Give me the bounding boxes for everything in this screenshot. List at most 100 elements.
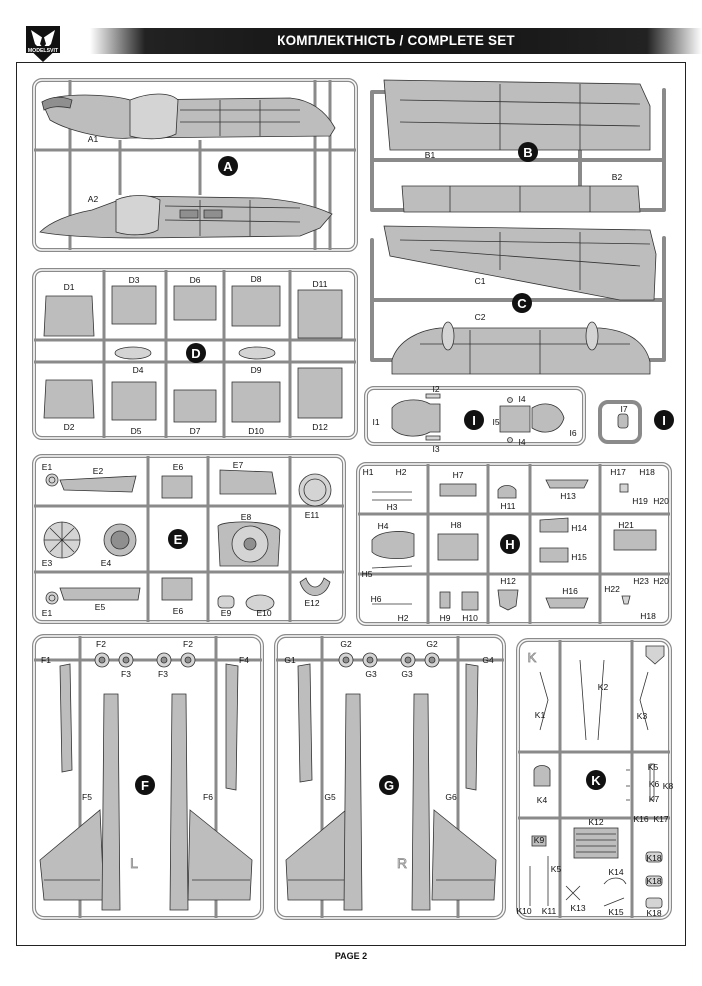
part-label: K15	[608, 907, 623, 917]
part-label: E7	[233, 460, 244, 470]
part-label: K17	[653, 814, 668, 824]
sprue-letter: G	[384, 778, 394, 793]
part-label: K13	[570, 903, 585, 913]
part-label: C2	[475, 312, 486, 322]
sprue-letter: I	[472, 413, 476, 428]
part-label: I5	[492, 417, 499, 427]
part-label: G2	[340, 639, 352, 649]
part-label: D1	[64, 282, 75, 292]
content-frame	[16, 62, 686, 946]
sprue-letter: H	[505, 537, 514, 552]
part-label: D12	[312, 422, 328, 432]
sprue-k: K K1 K2 K3 K4 K5 K6 K7 K8 K9 K10 K11 K12…	[516, 638, 674, 920]
part-label: H23	[633, 576, 649, 586]
part-label: H22	[604, 584, 620, 594]
sprue-letter: B	[523, 145, 532, 160]
part-label: K9	[534, 835, 545, 845]
part-label: I7	[620, 404, 627, 414]
part-label: F2	[183, 639, 193, 649]
part-label: K11	[542, 906, 557, 916]
part-label: E12	[304, 598, 319, 608]
part-label: F3	[158, 669, 168, 679]
side-mark: R	[397, 855, 407, 871]
sprue-e: E1 E2 E3 E4 E1 E5 E6 E7 E8 E6 E9 E10 E11…	[32, 454, 346, 624]
part-label: E5	[95, 602, 106, 612]
part-label: E2	[93, 466, 104, 476]
part-label: G3	[401, 669, 413, 679]
part-label: D3	[129, 275, 140, 285]
part-label: H16	[562, 586, 578, 596]
part-label: H5	[362, 569, 373, 579]
part-label: E10	[256, 608, 271, 618]
part-label: H19	[632, 496, 648, 506]
part-label: F3	[121, 669, 131, 679]
sprue-h: H1 H2 H3 H4 H5 H6 H2 H7 H8 H9 H10 H11 H1…	[356, 462, 672, 626]
sprue-c: C1 C2 C	[370, 225, 666, 375]
part-label: I4	[518, 394, 525, 404]
part-label: I3	[432, 444, 439, 454]
page-title: КОМПЛЕКТНІСТЬ / COMPLETE SET	[277, 33, 515, 48]
part-label: K5	[551, 864, 562, 874]
part-label: A1	[88, 134, 99, 144]
part-label: K10	[516, 906, 531, 916]
part-label: F5	[82, 792, 92, 802]
part-label: H17	[610, 467, 626, 477]
sprue-g: G1 G2 G3 G3 G2 G4 G5 G6 G R	[274, 634, 506, 920]
part-label: H2	[396, 467, 407, 477]
part-label: H20	[653, 576, 669, 586]
part-label: E6	[173, 462, 184, 472]
sprue-letter: F	[141, 778, 149, 793]
sprue-letter: K	[591, 773, 601, 788]
part-label: A2	[88, 194, 99, 204]
sprue-letter: C	[517, 296, 527, 311]
part-label: G6	[445, 792, 457, 802]
part-label: H6	[371, 594, 382, 604]
part-label: H18	[639, 467, 655, 477]
part-label: H15	[571, 552, 587, 562]
part-label: K18	[646, 876, 661, 886]
part-label: H21	[618, 520, 634, 530]
part-label: E9	[221, 608, 232, 618]
part-label: D11	[313, 279, 328, 289]
sprue-letter: A	[223, 159, 233, 174]
part-label: K12	[588, 817, 603, 827]
part-label: C1	[475, 276, 486, 286]
part-label: D9	[251, 365, 262, 375]
sprue-b: B1 B2 B	[370, 79, 666, 213]
part-label: E1	[42, 462, 53, 472]
page-number: PAGE 2	[334, 951, 368, 961]
part-label: H2	[398, 613, 409, 623]
part-label: F4	[239, 655, 249, 665]
part-label: K6	[649, 779, 660, 789]
part-label: E3	[42, 558, 53, 568]
part-label: H8	[451, 520, 462, 530]
part-label: K8	[663, 781, 674, 791]
part-label: I6	[569, 428, 576, 438]
side-mark: L	[130, 855, 138, 871]
part-label: F2	[96, 639, 106, 649]
part-label: K7	[649, 794, 660, 804]
part-label: D2	[64, 422, 75, 432]
part-label: F6	[203, 792, 213, 802]
header: MODELSVIT КОМПЛЕКТНІСТЬ / COMPLETE SET	[16, 22, 702, 62]
part-label: E1	[42, 608, 53, 618]
sprue-f: F1 F2 F3 F3 F2 F4 F5 F6 F L	[32, 634, 264, 920]
part-label: I2	[432, 384, 439, 394]
part-label: G1	[284, 655, 296, 665]
part-label: E8	[241, 512, 252, 522]
part-label: E4	[101, 558, 112, 568]
part-label: D8	[251, 274, 262, 284]
part-label: H11	[501, 501, 516, 511]
part-label: G4	[482, 655, 494, 665]
part-label: E6	[173, 606, 184, 616]
part-label: H4	[378, 521, 389, 531]
part-label: H9	[440, 613, 451, 623]
part-label: K5	[648, 762, 659, 772]
part-label: H12	[500, 576, 516, 586]
part-label: I1	[372, 417, 379, 427]
part-label: H1	[363, 467, 374, 477]
sprue-d: D1 D2 D3 D4 D5 D6 D7 D8 D9 D10 D11 D12 D	[32, 268, 358, 440]
sprue-letter: E	[174, 532, 183, 547]
part-label: G2	[426, 639, 438, 649]
